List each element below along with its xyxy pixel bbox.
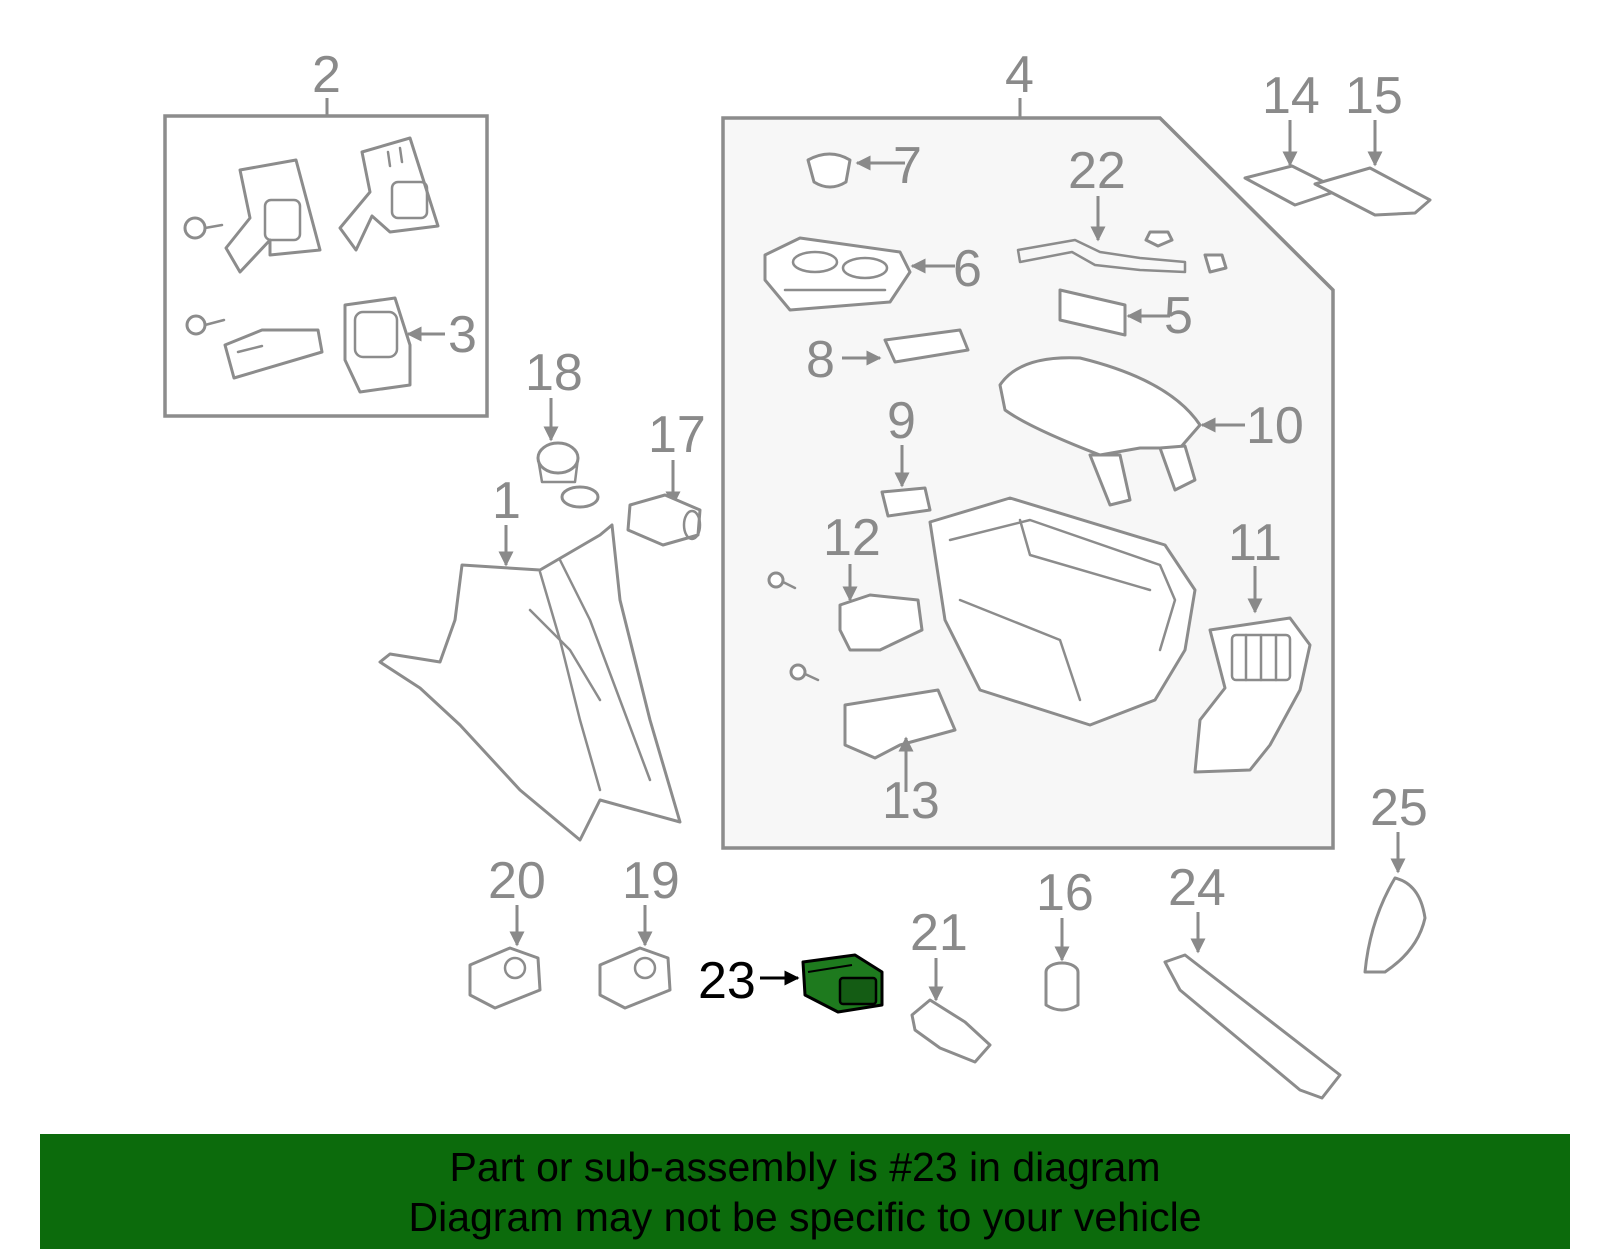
callout-19: 19	[622, 852, 680, 910]
callout-18: 18	[525, 344, 583, 402]
part-1-side-panel	[378, 523, 682, 842]
assembly-2-group: 2 3	[163, 46, 489, 418]
part-25-shift-knob	[1363, 876, 1427, 974]
callout-17: 17	[648, 406, 706, 464]
callout-9: 9	[887, 392, 916, 450]
callout-16: 16	[1036, 864, 1094, 922]
console-body	[928, 496, 1197, 727]
part-16-bulb	[1044, 961, 1080, 1012]
part-3-switch	[343, 296, 412, 394]
part-8-tray	[883, 328, 970, 364]
callout-11: 11	[1228, 514, 1282, 572]
part-24-trim-strip	[1163, 953, 1342, 1100]
part-12-bracket	[767, 571, 924, 682]
part-20-switch	[468, 946, 542, 1010]
banner-line-1: Part or sub-assembly is #23 in diagram	[449, 1143, 1161, 1190]
callout-1: 1	[492, 472, 521, 530]
part-23-highlighted[interactable]	[801, 953, 884, 1014]
part-2-bracket-left	[183, 158, 322, 274]
assembly-2-box	[163, 114, 489, 418]
callout-14: 14	[1262, 67, 1320, 125]
part-17-lighter	[626, 493, 702, 547]
part-15-pad	[1313, 166, 1432, 217]
callout-4: 4	[1005, 46, 1034, 104]
callout-25: 25	[1370, 779, 1428, 837]
callout-6: 6	[953, 240, 982, 298]
callout-15: 15	[1345, 67, 1403, 125]
info-banner: Part or sub-assembly is #23 in diagram D…	[40, 1134, 1570, 1249]
callout-24: 24	[1168, 859, 1226, 917]
part-11-rear-vent	[1193, 616, 1312, 774]
part-5-bezel	[1058, 288, 1127, 337]
callout-7: 7	[893, 137, 922, 195]
banner-line-2: Diagram may not be specific to your vehi…	[408, 1193, 1202, 1240]
callout-21: 21	[910, 904, 968, 962]
callout-3: 3	[448, 306, 477, 364]
assembly-4-group: 4 7 6 8 22	[721, 46, 1335, 850]
part-22-harness	[1016, 230, 1228, 274]
callout-2: 2	[312, 46, 341, 104]
part-6-cupholder	[763, 236, 912, 312]
part-19-switch	[598, 946, 672, 1010]
part-2-rail	[185, 314, 324, 380]
callout-13: 13	[882, 772, 940, 830]
callout-23: 23	[698, 952, 756, 1010]
part-7-cap	[806, 152, 852, 189]
part-10-armrest-lid	[998, 356, 1202, 507]
callout-20: 20	[488, 852, 546, 910]
callout-10: 10	[1246, 397, 1304, 455]
part-21-bracket	[910, 998, 992, 1064]
part-9-clip	[880, 486, 932, 518]
callout-12: 12	[823, 509, 881, 567]
part-18-socket	[536, 441, 600, 509]
callout-22: 22	[1068, 142, 1126, 200]
part-2-bracket-right	[338, 136, 440, 252]
callout-8: 8	[806, 331, 835, 389]
callout-5: 5	[1164, 287, 1193, 345]
